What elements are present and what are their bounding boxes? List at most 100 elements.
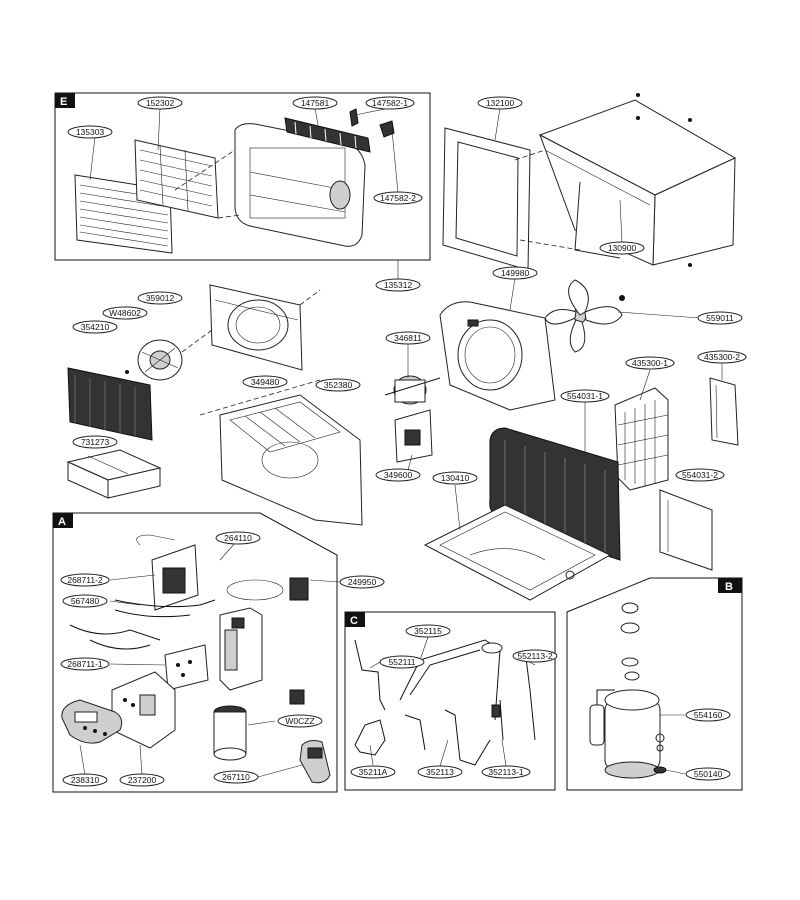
refrigerant-tubing-part <box>354 639 536 766</box>
label-559011: 559011 <box>697 311 743 325</box>
label-349600: 349600 <box>375 468 421 482</box>
wire-harness-part <box>226 577 309 601</box>
wire-part-1 <box>114 599 216 608</box>
label-268711-1: 268711-1 <box>60 657 110 671</box>
section-b-letter: B <box>725 581 733 593</box>
label-130410: 130410 <box>432 471 478 485</box>
coil-guard-part <box>614 387 669 491</box>
label-238310: 238310 <box>62 773 108 787</box>
label-567480: 567480 <box>62 594 108 608</box>
label-731273: 731273 <box>72 435 118 449</box>
label-554031-1: 554031-1 <box>560 389 610 403</box>
section-a-group: A <box>52 512 341 793</box>
side-plate-part <box>659 489 713 571</box>
label-352115: 352115 <box>405 624 451 638</box>
svg-text:352115: 352115 <box>414 626 442 636</box>
label-w48602: W48602 <box>102 306 148 320</box>
section-e-group: E <box>54 92 431 280</box>
louver-part <box>284 117 371 153</box>
label-354210: 354210 <box>72 320 118 334</box>
label-435300-1: 435300-1 <box>625 356 675 370</box>
svg-text:550140: 550140 <box>694 769 723 779</box>
side-bracket-part <box>709 377 739 446</box>
svg-text:132100: 132100 <box>486 98 515 108</box>
svg-text:249950: 249950 <box>348 577 377 587</box>
label-352113-1: 352113-1 <box>481 765 531 779</box>
svg-text:267110: 267110 <box>222 772 250 782</box>
svg-text:731273: 731273 <box>81 437 110 447</box>
cabinet-group <box>442 93 737 271</box>
filter-part <box>134 139 219 219</box>
svg-text:554031-2: 554031-2 <box>682 470 718 480</box>
label-149980: 149980 <box>492 266 538 280</box>
capacitor-part <box>213 705 247 761</box>
svg-text:264110: 264110 <box>224 533 252 543</box>
label-550140: 550140 <box>685 767 731 781</box>
middle-row-group <box>66 277 739 601</box>
svg-text:349480: 349480 <box>251 377 280 387</box>
svg-text:268711-1: 268711-1 <box>67 659 103 669</box>
svg-text:147582-2: 147582-2 <box>380 193 416 203</box>
svg-text:149980: 149980 <box>501 268 530 278</box>
svg-text:238310: 238310 <box>71 775 100 785</box>
svg-text:435300-2: 435300-2 <box>704 352 740 362</box>
label-267110: 267110 <box>213 770 259 784</box>
section-e-frame <box>54 92 431 261</box>
section-a-frame <box>52 512 338 793</box>
section-c-group: C <box>344 611 556 791</box>
control-box-part <box>219 607 263 691</box>
relay-part <box>289 689 305 705</box>
label-w0czz: W0CZZ <box>277 714 323 728</box>
label-268711-2: 268711-2 <box>60 573 110 587</box>
label-249950: 249950 <box>339 575 385 589</box>
label-135303: 135303 <box>67 125 113 139</box>
control-panel-part <box>111 671 176 749</box>
section-e-tag <box>55 93 75 108</box>
svg-text:W0CZZ: W0CZZ <box>285 716 314 726</box>
label-552111: 552111 <box>379 655 425 669</box>
label-147582-1: 147582-1 <box>365 96 415 110</box>
part-labels: 135303 152302 147581 147582-1 147582-2 1… <box>60 96 747 787</box>
svg-text:135312: 135312 <box>384 280 413 290</box>
label-435300-2: 435300-2 <box>697 350 747 364</box>
base-pan-part <box>423 504 612 601</box>
label-554160: 554160 <box>685 708 731 722</box>
section-c-letter: C <box>350 615 358 627</box>
section-b-group: B <box>566 577 743 791</box>
label-237200: 237200 <box>119 773 165 787</box>
label-35211a: 35211A <box>350 765 396 779</box>
svg-text:147582-1: 147582-1 <box>372 98 408 108</box>
label-130900: 130900 <box>599 241 645 255</box>
svg-text:354210: 354210 <box>81 322 110 332</box>
svg-text:352113-1: 352113-1 <box>488 767 524 777</box>
section-b-frame <box>566 577 743 791</box>
label-349480: 349480 <box>242 375 288 389</box>
section-c-frame <box>344 611 556 791</box>
svg-text:435300-1: 435300-1 <box>632 358 668 368</box>
packing-block-part <box>66 449 162 499</box>
svg-text:349600: 349600 <box>384 470 413 480</box>
label-554031-2: 554031-2 <box>675 468 725 482</box>
svg-text:359012: 359012 <box>146 293 175 303</box>
svg-text:268711-2: 268711-2 <box>67 575 103 585</box>
section-e-letter: E <box>60 96 67 108</box>
svg-text:W48602: W48602 <box>109 308 141 318</box>
control-board-part <box>136 534 199 611</box>
label-352380: 352380 <box>315 378 361 392</box>
keypad-part <box>61 699 123 744</box>
clip-part-2 <box>379 120 395 138</box>
svg-text:130900: 130900 <box>608 243 637 253</box>
evaporator-coil-part <box>67 367 153 441</box>
label-346811: 346811 <box>385 331 431 345</box>
motor-bracket-part <box>394 409 433 463</box>
shroud-part <box>439 301 556 411</box>
wire-part-3 <box>69 624 161 641</box>
scroll-housing-part <box>209 284 303 371</box>
section-a-tag <box>53 513 73 528</box>
svg-text:552113-2: 552113-2 <box>517 651 553 661</box>
label-135312: 135312 <box>375 278 421 292</box>
label-152302: 152302 <box>137 96 183 110</box>
svg-text:352113: 352113 <box>426 767 454 777</box>
indoor-base-part <box>199 379 363 526</box>
